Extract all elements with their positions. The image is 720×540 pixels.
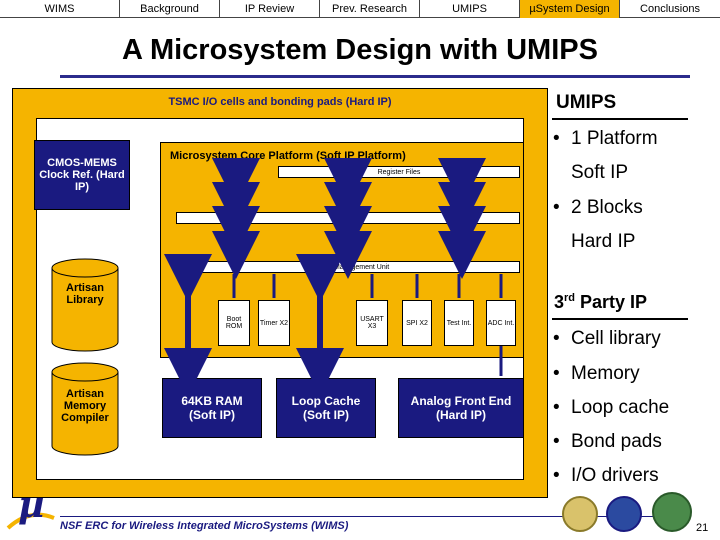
artisan-library-cylinder xyxy=(51,258,119,352)
bus-arrows xyxy=(164,158,486,396)
tab-wims[interactable]: WIMS xyxy=(0,0,120,18)
third-bullet-3: • xyxy=(553,397,560,418)
artisan-compiler-label: Artisan Memory Compiler xyxy=(61,388,109,424)
partner-seal-2 xyxy=(606,496,642,532)
partner-seal-3 xyxy=(652,492,692,532)
third-party-prefix: 3 xyxy=(554,292,565,312)
tab-background[interactable]: Background xyxy=(120,0,220,18)
loop-cache-label: Loop Cache (Soft IP) xyxy=(291,394,361,422)
third-item-io-drivers: I/O drivers xyxy=(571,465,659,486)
usart-label: USART X3 xyxy=(360,316,384,330)
spi-label: SPI X2 xyxy=(406,319,428,327)
nav-bar: WIMS Background IP Review Prev. Research… xyxy=(0,0,720,18)
page-number: 21 xyxy=(696,522,709,534)
third-bullet-5: • xyxy=(553,465,560,486)
third-party-sup: rd xyxy=(564,292,576,304)
third-party-underline xyxy=(552,318,688,320)
third-bullet-2: • xyxy=(553,363,560,384)
boot-rom-label: Boot ROM xyxy=(225,316,243,330)
timer-label: Timer X2 xyxy=(259,319,289,327)
adc-label: ADC Int. xyxy=(487,319,515,327)
artisan-library-label: Artisan Library xyxy=(66,282,104,306)
third-item-bond-pads: Bond pads xyxy=(571,431,662,452)
sidebar-bullet-3: • xyxy=(553,197,560,218)
artisan-compiler-cylinder xyxy=(51,362,119,456)
wims-logo: µ xyxy=(4,484,56,536)
usart-block: USART X3 xyxy=(356,300,388,346)
afe-block: Analog Front End (Hard IP) xyxy=(398,378,524,438)
test-label: Test Int. xyxy=(446,319,472,327)
register-files-label: Register Files xyxy=(377,168,421,176)
third-party-suffix: Party IP xyxy=(575,292,648,312)
third-bullet-1: • xyxy=(553,328,560,349)
tsmc-label: TSMC I/O cells and bonding pads (Hard IP… xyxy=(168,96,392,108)
third-item-cell-library: Cell library xyxy=(571,328,661,349)
spi-block: SPI X2 xyxy=(402,300,432,346)
third-item-memory: Memory xyxy=(571,363,640,384)
adc-block: ADC Int. xyxy=(486,300,516,346)
sidebar-item-4: Hard IP xyxy=(571,231,636,252)
cmos-mems-block: CMOS-MEMS Clock Ref. (Hard IP) xyxy=(34,140,130,210)
third-item-loop-cache: Loop cache xyxy=(571,397,670,418)
timer-block: Timer X2 xyxy=(258,300,290,346)
page-title: A Microsystem Design with UMIPS xyxy=(122,34,598,66)
sidebar-heading: UMIPS xyxy=(556,92,617,113)
tab-system-design[interactable]: µSystem Design xyxy=(520,0,620,18)
ram-label: 64KB RAM (Soft IP) xyxy=(181,394,243,422)
third-party-heading: 3rd Party IP xyxy=(554,292,647,313)
sidebar-item-3: 2 Blocks xyxy=(571,197,643,218)
sidebar-heading-underline xyxy=(552,118,688,120)
third-bullet-4: • xyxy=(553,431,560,452)
test-block: Test Int. xyxy=(444,300,474,346)
footer-text: NSF ERC for Wireless Integrated MicroSys… xyxy=(60,520,349,532)
partner-seal-1 xyxy=(562,496,598,532)
tab-umips[interactable]: UMIPS xyxy=(420,0,520,18)
title-divider xyxy=(60,75,690,78)
tab-conclusions[interactable]: Conclusions xyxy=(640,3,700,15)
footer-rule xyxy=(60,516,660,517)
sidebar-item-1: 1 Platform xyxy=(571,128,658,149)
sidebar-bullet-1: • xyxy=(553,128,560,149)
cmos-mems-label: CMOS-MEMS Clock Ref. (Hard IP) xyxy=(39,157,125,193)
afe-label: Analog Front End (Hard IP) xyxy=(410,394,512,422)
logo-swoosh-icon xyxy=(6,512,55,530)
peripheral-links xyxy=(232,274,503,376)
tab-prev-research[interactable]: Prev. Research xyxy=(320,0,420,18)
tab-ip-review[interactable]: IP Review xyxy=(220,0,320,18)
boot-rom-block: Boot ROM xyxy=(218,300,250,346)
sidebar-item-2: Soft IP xyxy=(571,162,629,183)
logo-mu-icon: µ xyxy=(18,484,45,526)
